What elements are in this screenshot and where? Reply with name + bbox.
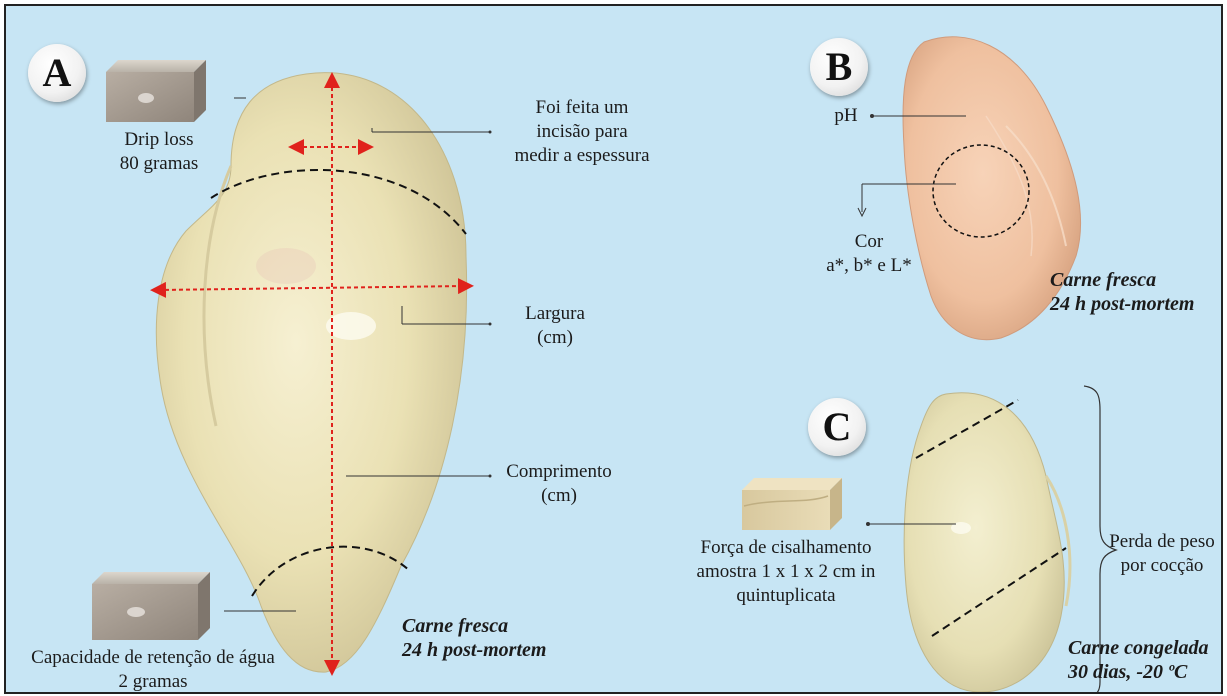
cor-line-1: Cor (814, 230, 924, 254)
incision-label: Foi feita um incisão para medir a espess… (492, 96, 672, 168)
figure-frame: A B C Drip loss 80 gramas Foi feita um i… (4, 4, 1223, 694)
cor-label: Cor a*, b* e L* (814, 230, 924, 278)
shear-force-sample-box (742, 478, 842, 530)
perda-line-1: Perda de peso (1106, 530, 1218, 554)
drip-loss-line-2: 80 gramas (94, 152, 224, 176)
panel-c-caption: Carne congelada 30 dias, -20 ºC (1068, 636, 1220, 684)
cor-line-2: a*, b* e L* (814, 254, 924, 278)
retencao-label: Capacidade de retenção de água 2 gramas (12, 646, 294, 694)
forca-line-3: quintuplicata (674, 584, 898, 608)
drip-loss-line-1: Drip loss (94, 128, 224, 152)
forca-label: Força de cisalhamento amostra 1 x 1 x 2 … (674, 536, 898, 608)
panel-c-letter: C (808, 398, 866, 456)
panel-b-caption-line-1: Carne fresca (1050, 268, 1220, 292)
largura-line-1: Largura (500, 302, 610, 326)
panel-b-caption: Carne fresca 24 h post-mortem (1050, 268, 1220, 316)
comprimento-line-2: (cm) (494, 484, 624, 508)
retencao-sample-box (92, 572, 210, 640)
retencao-line-1: Capacidade de retenção de água (12, 646, 294, 670)
incision-line-1: Foi feita um (492, 96, 672, 120)
perda-line-2: por cocção (1106, 554, 1218, 578)
drip-loss-sample-box (106, 60, 206, 122)
panel-a-caption-line-2: 24 h post-mortem (402, 638, 582, 662)
incision-line-3: medir a espessura (492, 144, 672, 168)
perda-label: Perda de peso por cocção (1106, 530, 1218, 578)
comprimento-line-1: Comprimento (494, 460, 624, 484)
panel-c-caption-line-2: 30 dias, -20 ºC (1068, 660, 1220, 684)
panel-a-caption-line-1: Carne fresca (402, 614, 582, 638)
forca-line-2: amostra 1 x 1 x 2 cm in (674, 560, 898, 584)
retencao-line-2: 2 gramas (12, 670, 294, 694)
drip-loss-label: Drip loss 80 gramas (94, 128, 224, 176)
panel-c-caption-line-1: Carne congelada (1068, 636, 1220, 660)
incision-line-2: incisão para (492, 120, 672, 144)
panel-c-meat (904, 393, 1070, 692)
panel-a-caption: Carne fresca 24 h post-mortem (402, 614, 582, 662)
panel-a-letter: A (28, 44, 86, 102)
ph-label: pH (826, 104, 866, 128)
largura-label: Largura (cm) (500, 302, 610, 350)
largura-line-2: (cm) (500, 326, 610, 350)
comprimento-label: Comprimento (cm) (494, 460, 624, 508)
forca-line-1: Força de cisalhamento (674, 536, 898, 560)
panel-b-letter: B (810, 38, 868, 96)
panel-b-caption-line-2: 24 h post-mortem (1050, 292, 1220, 316)
